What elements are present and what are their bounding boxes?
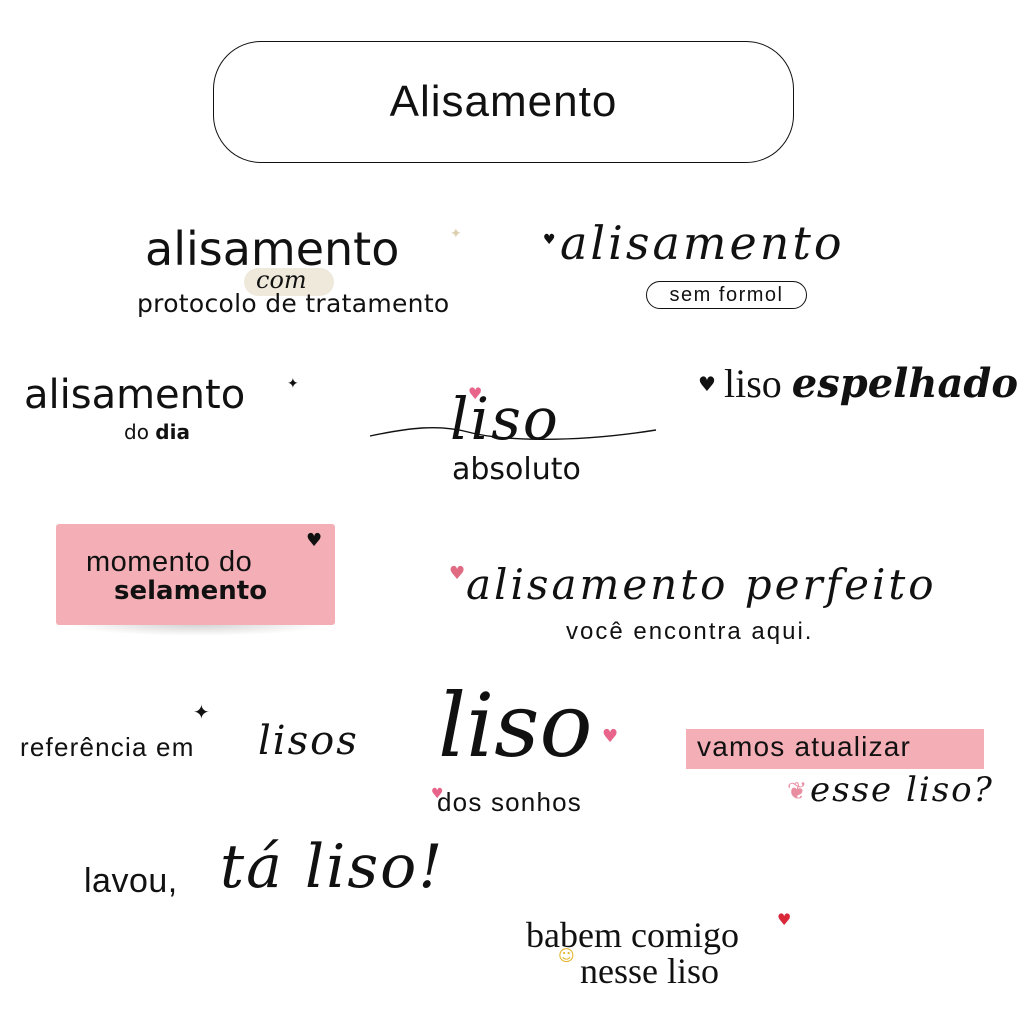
absoluto-subtitle: absoluto [452, 452, 581, 487]
referencia-em-text: referência em [20, 732, 195, 762]
heart-icon: ♥ [777, 910, 792, 929]
dos-sonhos-text: dos sonhos [437, 787, 582, 817]
ta-liso-script: tá liso! [220, 832, 445, 902]
sparkle-icon: ✦ [287, 376, 299, 392]
sparkle-icon: ✦ [450, 226, 462, 242]
dia-text: dia [155, 420, 190, 444]
sticker-alisamento-script: alisamento [560, 216, 845, 270]
momento-do-text: momento do [86, 546, 253, 578]
sticker-protocolo-subtitle: protocolo de tratamento [137, 289, 450, 318]
selamento-text: selamento [114, 576, 268, 606]
vamos-atualizar-pink-box [686, 729, 984, 769]
sticker-liso-espelhado: liso espelhado [724, 360, 1018, 407]
heart-icon: ♥ [698, 372, 716, 396]
sticker-alisamento-do-dia-title: alisamento [24, 372, 246, 418]
liso-large-script: liso [438, 674, 593, 777]
script-swash-line [369, 426, 657, 440]
heart-icon: ♥ [468, 384, 483, 403]
title-pill: Alisamento [213, 41, 794, 163]
sticker-alisamento-com-title: alisamento [145, 222, 400, 276]
com-badge-bg [244, 268, 334, 296]
lavou-text: lavou, [84, 862, 178, 900]
liso-word: liso [724, 361, 792, 406]
do-dia-subtitle: do dia [124, 420, 190, 444]
heart-icon: ♥ [602, 726, 619, 747]
vamos-atualizar-text: vamos atualizar [697, 731, 912, 762]
voce-encontra-aqui-text: você encontra aqui. [566, 618, 814, 645]
sem-formol-pill: sem formol [646, 281, 807, 309]
smile-emoji-icon: ☺ [558, 946, 575, 965]
nesse-liso-text: nesse liso [580, 951, 719, 991]
sem-formol-text: sem formol [669, 283, 784, 306]
esse-liso-script: esse liso? [810, 770, 994, 810]
heart-icon: ♥ [449, 563, 466, 584]
page-title: Alisamento [389, 77, 618, 126]
sparkle-icon: ✦ [193, 700, 210, 724]
com-badge-text: com [256, 266, 307, 294]
heart-icon: ♥ [431, 786, 444, 802]
babem-comigo-text: babem comigo [526, 915, 739, 955]
sticker-liso-script: liso [450, 385, 560, 453]
alisamento-perfeito-script: alisamento perfeito [466, 560, 937, 609]
heart-icon: ♥ [306, 530, 323, 551]
butterfly-icon: ❦ [787, 777, 808, 805]
heart-icon: ♥ [543, 232, 556, 248]
selamento-pink-box [56, 524, 335, 625]
espelhado-word: espelhado [791, 360, 1019, 407]
do-text: do [124, 420, 156, 444]
lisos-script: lisos [258, 718, 359, 764]
